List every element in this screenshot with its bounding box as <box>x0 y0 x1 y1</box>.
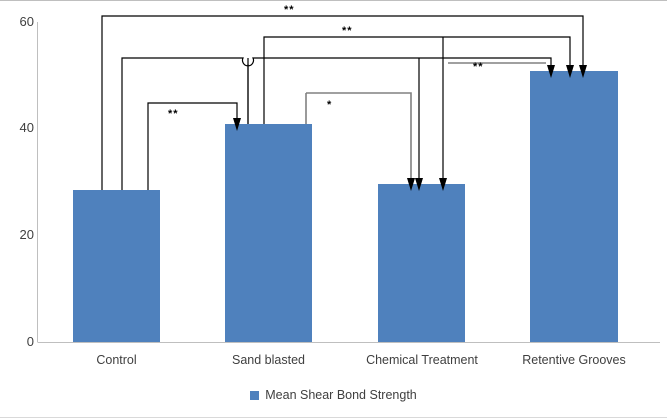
chart-legend: Mean Shear Bond Strength <box>0 389 667 402</box>
x-axis-label-sand-blasted: Sand blasted <box>232 353 305 367</box>
x-axis-label-chemical-treatment: Chemical Treatment <box>366 353 478 367</box>
legend-swatch-mean-shear-bond-strength <box>250 391 260 400</box>
y-axis-tick-60: 60 <box>19 14 34 29</box>
sig-bracket-2 <box>263 36 574 124</box>
legend-label-mean-shear-bond-strength: Mean Shear Bond Strength <box>265 388 417 402</box>
bar-control <box>73 190 160 342</box>
sig-bracket-4 <box>247 58 415 191</box>
sig-label-2: ** <box>342 25 353 37</box>
bar-chemical-treatment <box>378 184 465 342</box>
x-axis-label-control: Control <box>96 353 137 367</box>
y-axis-tick-40: 40 <box>19 120 34 135</box>
sig-label-4: * <box>327 99 333 111</box>
x-axis-label-retentive-grooves: Retentive Grooves <box>522 353 626 367</box>
y-axis-tick-20: 20 <box>19 227 34 242</box>
bar-retentive-grooves <box>530 71 618 342</box>
sig-label-1: ** <box>284 4 295 16</box>
sig-bracket-6 <box>415 37 447 191</box>
sig-bracket-5 <box>147 102 241 190</box>
y-axis-tick-0: 0 <box>26 334 34 349</box>
sig-bracket-1 <box>101 15 587 190</box>
sig-bracket-6b <box>448 62 546 64</box>
bar-sand-blasted <box>225 124 312 342</box>
sig-label-5: ** <box>168 108 179 120</box>
sig-bracket-3 <box>121 57 555 190</box>
sig-label-3: ** <box>473 61 484 73</box>
